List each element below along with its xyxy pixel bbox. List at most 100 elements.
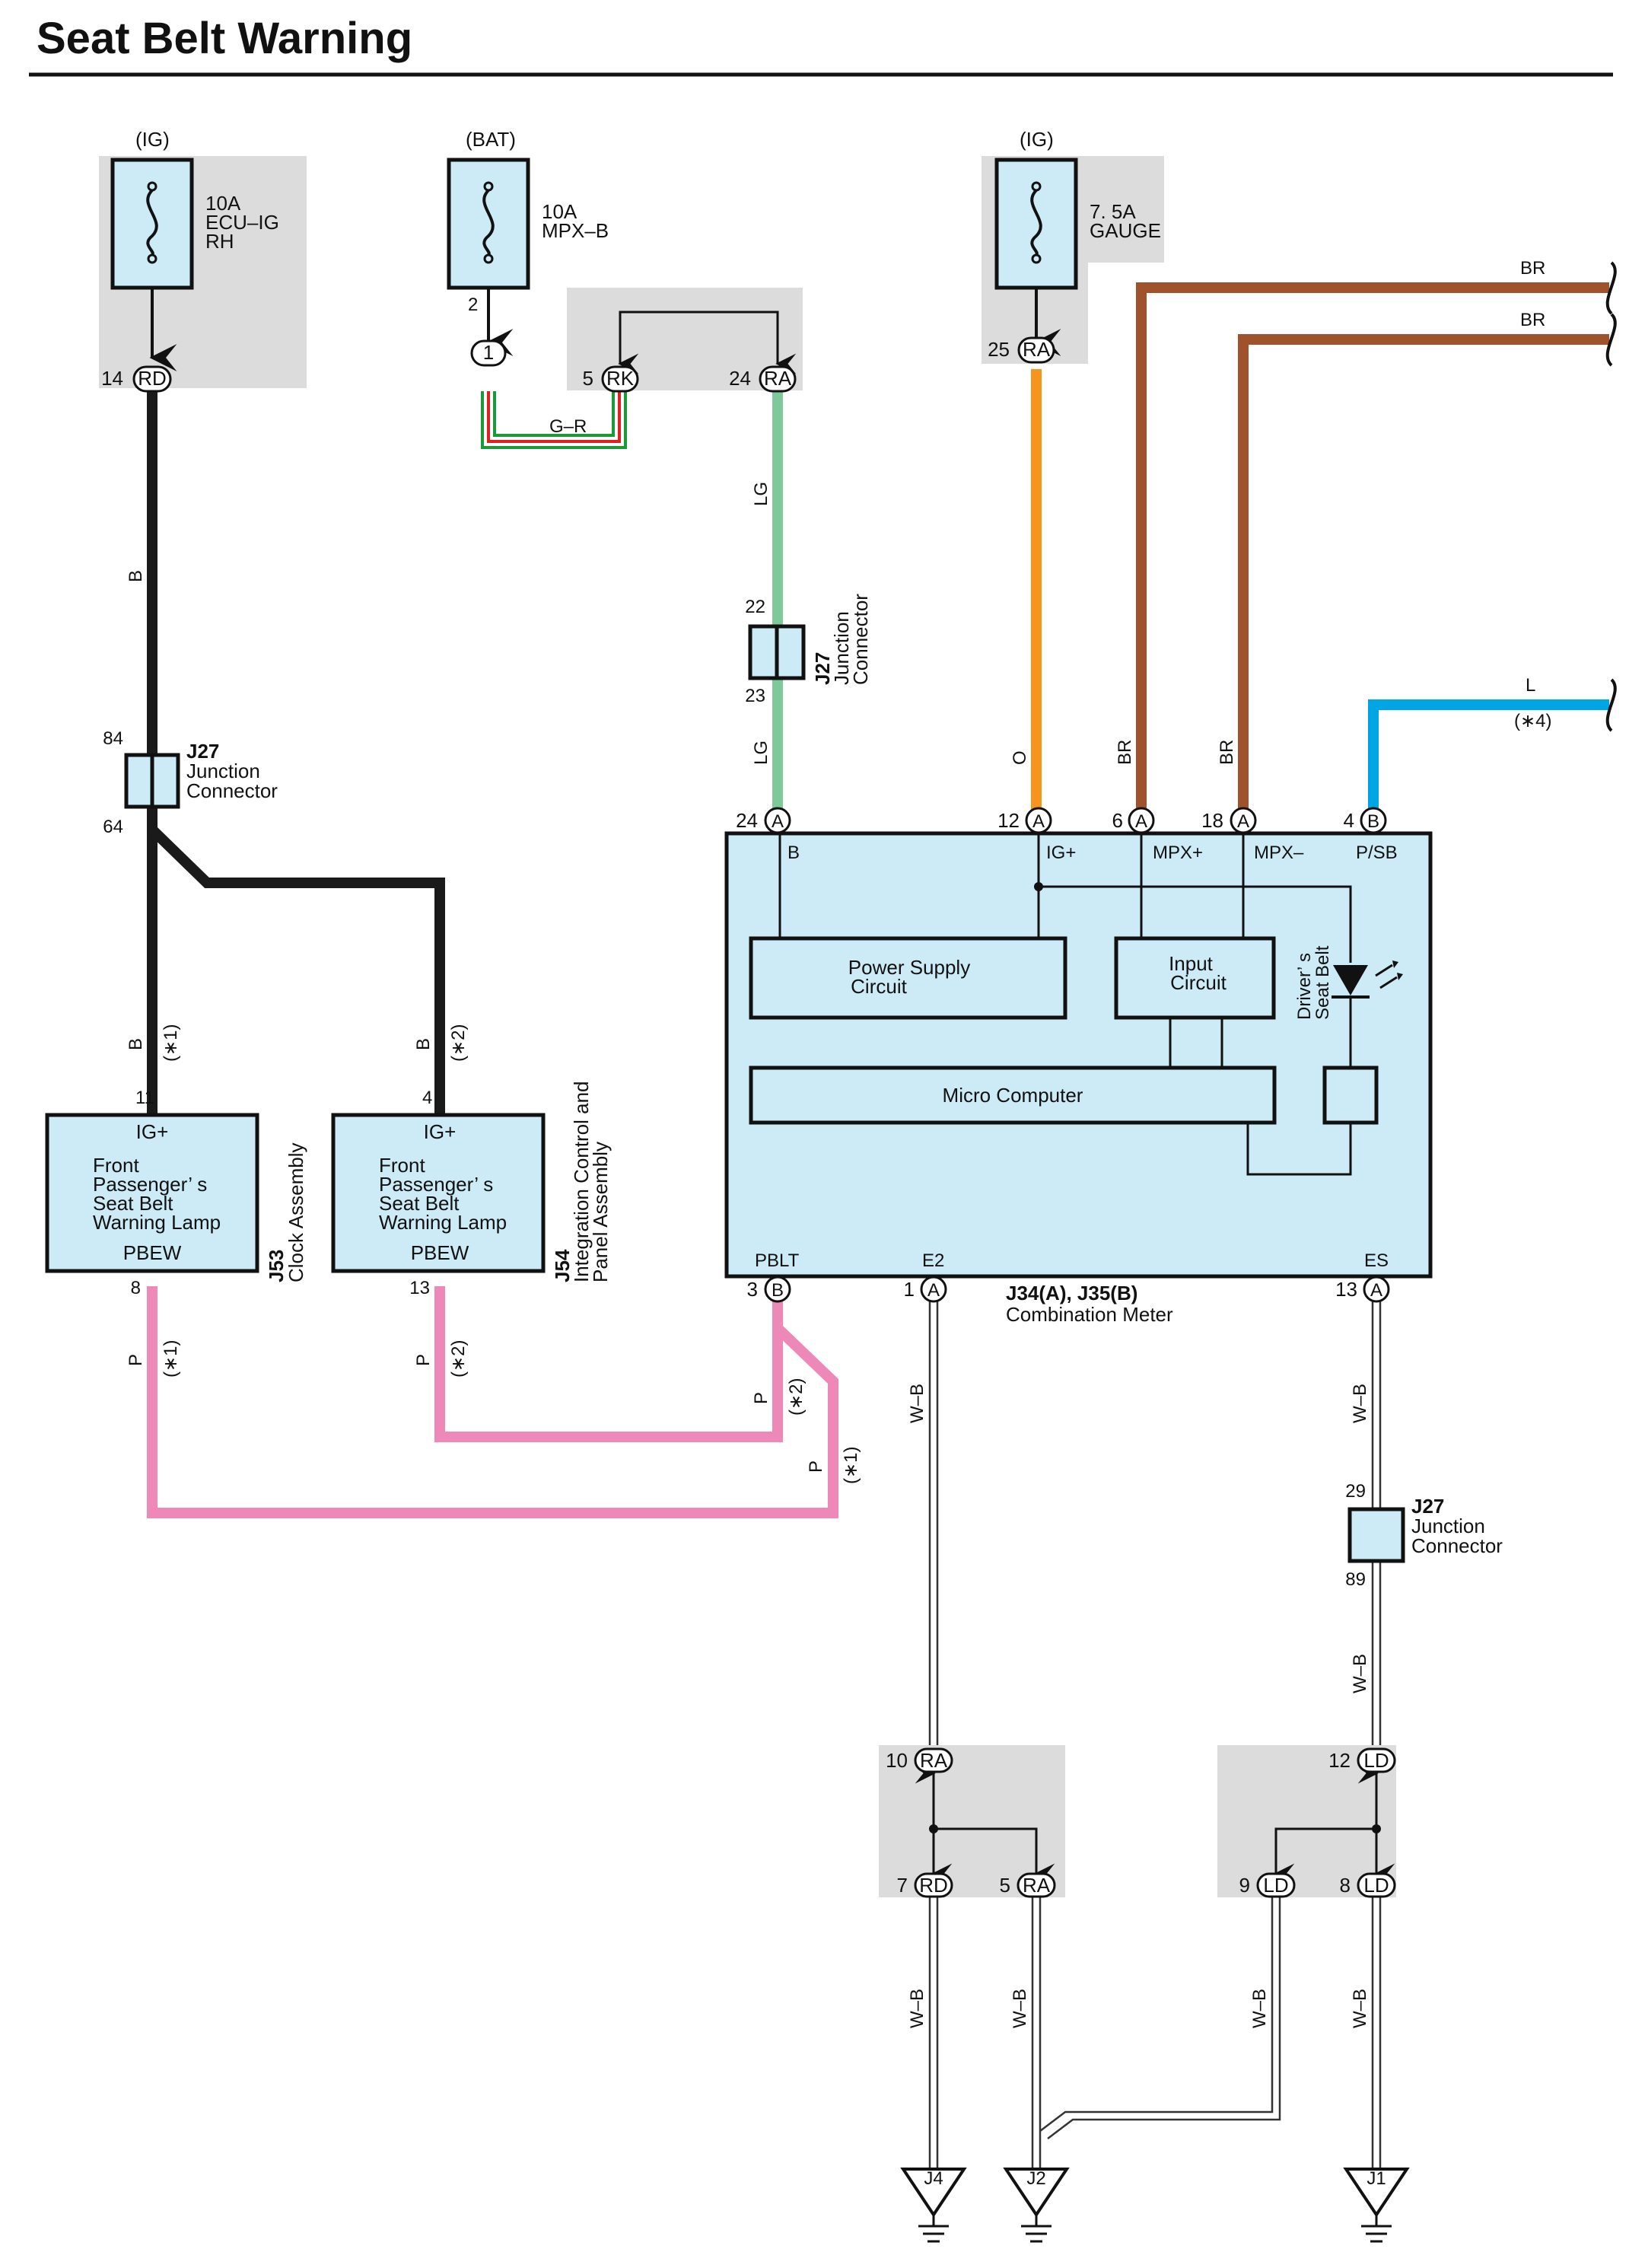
svg-text:Circuit: Circuit — [1170, 971, 1227, 994]
svg-text:4: 4 — [1344, 809, 1354, 832]
meter-name: Combination Meter — [1006, 1303, 1173, 1326]
svg-text:4: 4 — [422, 1088, 432, 1108]
svg-text:A: A — [1370, 1280, 1382, 1301]
svg-text:LD: LD — [1363, 1874, 1389, 1897]
junction-j27-mid: 22 23 J27 Junction Connector — [745, 594, 872, 706]
seat-belt-led-icon — [1332, 960, 1403, 999]
svg-text:8: 8 — [1340, 1874, 1351, 1897]
svg-text:Input: Input — [1169, 952, 1214, 975]
svg-text:12: 12 — [997, 809, 1020, 832]
svg-text:(∗2): (∗2) — [448, 1340, 469, 1378]
svg-text:W–B: W–B — [1350, 1989, 1370, 2028]
svg-text:Seat Belt: Seat Belt — [1312, 945, 1333, 1020]
svg-text:Connector: Connector — [849, 594, 872, 685]
meter-pin-a18: A 18 — [1201, 807, 1257, 834]
wire-br-mpxm — [1238, 334, 1609, 813]
svg-text:ES: ES — [1364, 1250, 1389, 1271]
svg-text:LG: LG — [751, 741, 772, 765]
svg-text:LG: LG — [751, 482, 772, 506]
svg-text:W–B: W–B — [907, 1989, 927, 2028]
svg-text:P: P — [413, 1354, 434, 1366]
svg-text:RK: RK — [606, 367, 635, 390]
svg-text:J1: J1 — [1367, 2168, 1386, 2189]
ground-j4-icon: J4 — [900, 2168, 967, 2243]
svg-text:(∗4): (∗4) — [1514, 711, 1551, 731]
svg-text:Passenger’ s: Passenger’ s — [93, 1173, 207, 1196]
svg-text:1: 1 — [904, 1278, 915, 1301]
svg-text:P: P — [806, 1461, 826, 1473]
svg-text:A: A — [927, 1280, 940, 1301]
svg-text:Seat Belt: Seat Belt — [93, 1192, 173, 1215]
svg-text:A: A — [1135, 811, 1147, 832]
junction-j27-right: 29 89 J27 Junction Connector — [1345, 1481, 1503, 1590]
svg-text:Passenger’ s: Passenger’ s — [379, 1173, 493, 1196]
svg-text:Warning Lamp: Warning Lamp — [379, 1211, 507, 1234]
power-supply-circuit — [749, 936, 1067, 1020]
ground-junction-ld: LD 12 LD 9 LD 8 — [1239, 1747, 1396, 1898]
svg-text:Circuit: Circuit — [851, 975, 907, 998]
meter-pin-b4: B 4 — [1344, 807, 1387, 834]
svg-text:3: 3 — [747, 1278, 758, 1301]
svg-text:RD: RD — [919, 1874, 948, 1897]
svg-text:(IG): (IG) — [135, 128, 170, 151]
svg-text:84: 84 — [103, 728, 123, 749]
fuse-mpx-b: (BAT) 10A MPX–B 2 — [447, 128, 609, 315]
svg-text:6: 6 — [1112, 809, 1123, 832]
svg-text:7. 5A: 7. 5A — [1090, 200, 1136, 223]
wire-br-mpxp — [1136, 282, 1609, 813]
input-circuit — [1114, 936, 1276, 1020]
wire-break-marks — [1605, 261, 1617, 732]
svg-text:PBLT: PBLT — [755, 1250, 800, 1271]
wire-b-black — [147, 388, 445, 1115]
svg-text:L: L — [1526, 675, 1535, 696]
svg-text:18: 18 — [1201, 809, 1223, 832]
connector-rk5: RK 5 — [583, 365, 639, 393]
svg-text:(BAT): (BAT) — [466, 128, 516, 151]
svg-text:(∗1): (∗1) — [841, 1447, 861, 1484]
svg-text:W–B: W–B — [1350, 1384, 1370, 1423]
junction-j27-left: 84 64 J27 Junction Connector — [103, 728, 278, 837]
svg-text:B: B — [413, 1038, 434, 1050]
fuse-gauge: (IG) 7. 5A GAUGE — [994, 128, 1161, 290]
page-title: Seat Belt Warning — [37, 14, 412, 63]
svg-text:W–B: W–B — [1010, 1989, 1030, 2028]
svg-text:2: 2 — [468, 295, 478, 315]
ground-block-ra-bg — [879, 1745, 1065, 1897]
svg-text:LD: LD — [1263, 1874, 1288, 1897]
svg-text:1: 1 — [483, 341, 494, 364]
svg-text:22: 22 — [745, 597, 765, 617]
svg-text:Junction: Junction — [1411, 1515, 1485, 1537]
svg-text:Front: Front — [379, 1154, 425, 1177]
led-driver-block — [1322, 1066, 1379, 1125]
svg-text:PBEW: PBEW — [123, 1241, 182, 1264]
svg-text:B: B — [772, 1280, 784, 1301]
connector-ra24: RA 24 — [729, 365, 797, 393]
svg-text:25: 25 — [988, 338, 1010, 361]
meter-pin-a13: A 13 — [1335, 1276, 1390, 1303]
svg-text:29: 29 — [1345, 1481, 1366, 1502]
svg-text:BR: BR — [1520, 258, 1545, 279]
svg-text:PBEW: PBEW — [411, 1241, 469, 1264]
svg-text:J27: J27 — [186, 740, 219, 763]
svg-text:BR: BR — [1115, 740, 1135, 765]
svg-text:5: 5 — [1000, 1874, 1010, 1897]
svg-text:G–R: G–R — [549, 416, 587, 437]
wire-labels: B G–R LG LG O BR BR BR BR L (∗4) B (∗1) … — [126, 258, 1551, 2028]
svg-text:MPX+: MPX+ — [1153, 843, 1203, 863]
svg-text:9: 9 — [1239, 1874, 1250, 1897]
svg-text:10: 10 — [886, 1749, 908, 1772]
ground-j1-icon: J1 — [1343, 2168, 1410, 2243]
svg-text:J27: J27 — [811, 652, 834, 685]
ground-junction-ra: RA 10 RD 7 RA 5 — [886, 1747, 1056, 1898]
svg-text:13: 13 — [409, 1278, 430, 1298]
wire-l — [1368, 699, 1609, 813]
svg-text:J4: J4 — [924, 2168, 943, 2189]
svg-text:P: P — [126, 1354, 146, 1366]
svg-text:Warning Lamp: Warning Lamp — [93, 1211, 221, 1234]
svg-text:O: O — [1010, 750, 1030, 765]
svg-text:RA: RA — [920, 1749, 948, 1772]
svg-text:8: 8 — [131, 1278, 141, 1298]
connector-ra25: RA 25 — [988, 336, 1055, 364]
svg-text:B: B — [787, 843, 800, 863]
